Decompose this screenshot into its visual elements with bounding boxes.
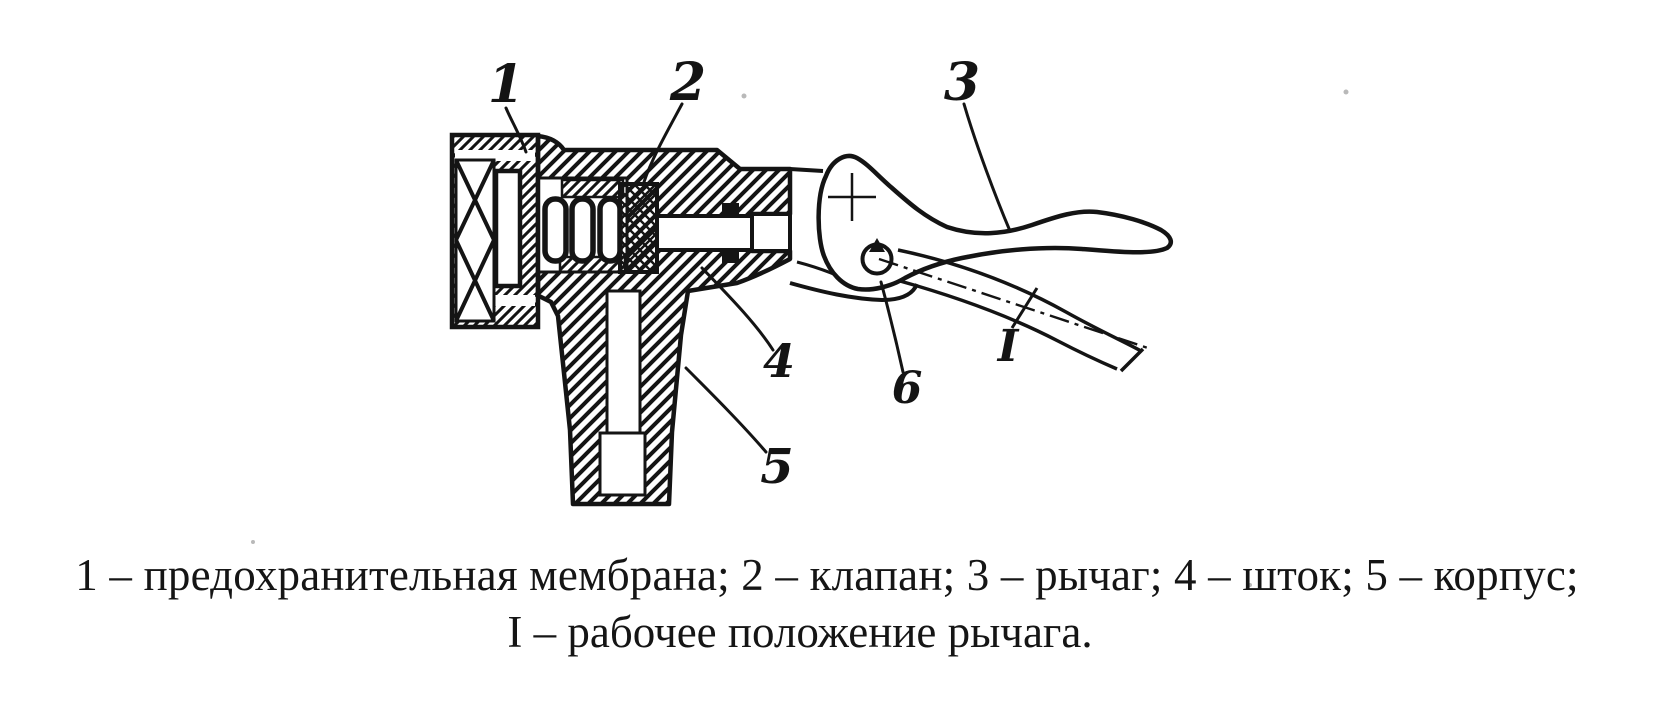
lever-working-position <box>878 248 1152 373</box>
position-tick <box>1010 287 1039 329</box>
callout-labels: 1 2 3 4 5 6 I <box>488 52 1020 495</box>
callout-6: 6 <box>892 363 923 414</box>
callout-5: 5 <box>760 439 793 495</box>
neck-bore <box>605 289 642 435</box>
membrane-clamp-slot-top <box>455 150 535 161</box>
centerline-dash-dot <box>878 257 1152 351</box>
leader-1 <box>504 106 528 154</box>
leader-4 <box>700 266 775 352</box>
scan-noise <box>251 89 1349 587</box>
leader-5 <box>684 366 768 454</box>
neck-bore-socket <box>598 431 647 497</box>
knurled-band <box>454 158 496 323</box>
lever-outline <box>816 153 1174 292</box>
leader-3 <box>962 102 1012 233</box>
gland-bar-bottom <box>722 250 739 263</box>
valve-element <box>618 182 659 274</box>
spring <box>542 196 623 264</box>
safety-membrane <box>493 168 523 289</box>
guide-bushing-top <box>560 178 625 199</box>
cap-assembly <box>449 132 541 330</box>
leader-6 <box>879 280 905 374</box>
stem <box>655 214 754 252</box>
gland-bar-top <box>722 203 739 216</box>
leader-2 <box>642 102 684 184</box>
stem-assembly <box>655 203 792 263</box>
callout-1: 1 <box>488 54 524 115</box>
caption-line-2: I – рабочее положение рычага. <box>507 607 1093 657</box>
callout-3: 3 <box>944 52 980 113</box>
caption-line-1: 1 – предохранительная мембрана; 2 – клап… <box>75 550 1579 600</box>
callout-I: I <box>996 321 1020 372</box>
callout-4: 4 <box>763 334 795 388</box>
callout-2: 2 <box>669 52 706 113</box>
callout-leaders <box>504 102 1012 454</box>
lever <box>816 153 1174 292</box>
stem-end-cap <box>750 212 792 253</box>
pivot-cross-mark <box>828 173 876 221</box>
pivot-arrow <box>869 238 885 252</box>
